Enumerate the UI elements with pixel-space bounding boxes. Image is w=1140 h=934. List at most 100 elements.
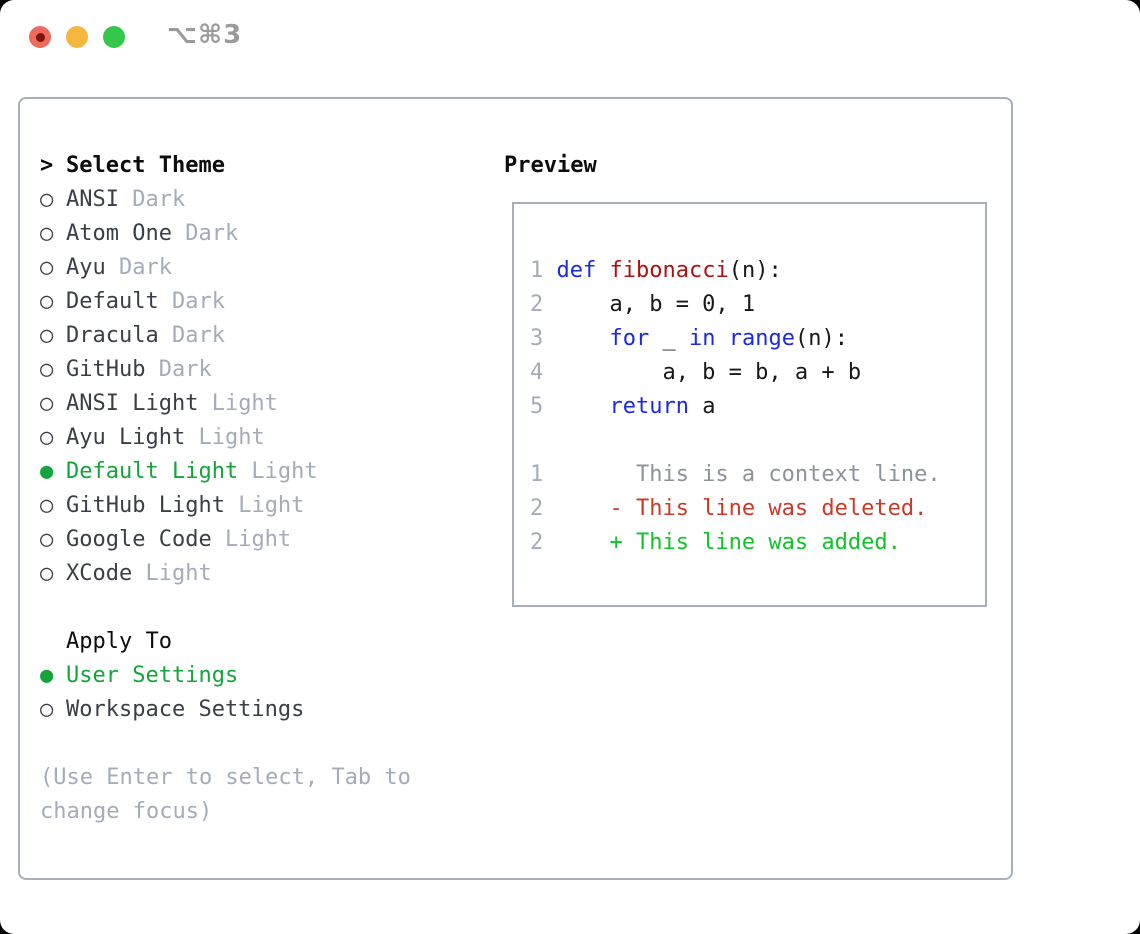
blank-line [530, 423, 941, 457]
option-label: Default Light [66, 458, 239, 484]
option-label: ANSI [66, 186, 119, 212]
theme-option-dracula-dark[interactable]: ○Dracula Dark [40, 318, 490, 352]
option-label: User Settings [66, 662, 239, 688]
line-number: 5 [530, 393, 544, 419]
line-number: 4 [530, 359, 544, 385]
apply-option-user-settings[interactable]: ● User Settings [40, 658, 490, 692]
spacer [40, 590, 490, 624]
option-variant-label: Light [185, 424, 265, 450]
radio-selected-icon: ● [40, 458, 54, 484]
theme-option-ayu-dark[interactable]: ○Ayu Dark [40, 250, 490, 284]
option-variant-label: Light [132, 560, 212, 586]
diff-added-line: 2 + This line was added. [530, 525, 941, 559]
radio-unselected-icon: ○ [40, 526, 54, 552]
theme-option-github-light-light[interactable]: ○GitHub Light Light [40, 488, 490, 522]
theme-option-ansi-light-light[interactable]: ○ ANSI Light Light [40, 386, 490, 420]
radio-selected-icon: ● [40, 662, 54, 688]
line-number: 2 [530, 495, 544, 521]
window-shortcut-label: ⌥⌘3 [167, 20, 243, 50]
radio-unselected-icon: ○ [40, 390, 54, 416]
code-line: 2 a, b = 0, 1 [530, 287, 941, 321]
radio-unselected-icon: ○ [40, 696, 54, 722]
option-label: Ayu [66, 254, 106, 280]
line-number: 1 [530, 257, 544, 283]
code-token-plain [556, 394, 609, 419]
line-number: 1 [530, 461, 544, 487]
select-theme-heading: > Select Theme [40, 148, 490, 182]
radio-unselected-icon: ○ [40, 186, 54, 212]
code-token-keyword: for [609, 325, 650, 351]
theme-option-google-code-light[interactable]: ○Google Code Light [40, 522, 490, 556]
option-variant-label: Dark [118, 186, 186, 212]
code-token-keyword: in [688, 325, 716, 351]
code-token-plain: a [688, 393, 716, 419]
diff-deleted-line: 2 - This line was deleted. [530, 491, 941, 525]
option-label: XCode [66, 560, 133, 586]
code-token-plain [556, 326, 609, 351]
code-token-plain [715, 326, 728, 351]
spacer [40, 726, 490, 760]
theme-panel: > Select Theme ○ANSI Dark○Atom One Dark○… [40, 148, 490, 828]
theme-list: ○ANSI Dark○Atom One Dark○Ayu Dark○Defaul… [40, 182, 490, 590]
radio-unselected-icon: ○ [40, 560, 54, 586]
apply-to-title: Apply To [66, 628, 172, 654]
theme-picker-dialog: > Select Theme ○ANSI Dark○Atom One Dark○… [18, 97, 1013, 880]
option-variant-label: Dark [158, 322, 225, 348]
code-line: 5 return a [530, 389, 941, 423]
code-token-plain: (n): [794, 325, 848, 351]
option-variant-label: Dark [145, 356, 212, 382]
apply-to-list: ● User Settings ○ Workspace Settings [40, 658, 490, 726]
code-token-function: fibonacci [609, 257, 729, 283]
theme-option-default-dark[interactable]: ○ Default Dark [40, 284, 490, 318]
radio-unselected-icon: ○ [40, 288, 54, 314]
code-token-keyword: return [609, 393, 689, 419]
code-token-plain: a, b = 0, 1 [556, 291, 756, 317]
option-variant-label: Light [238, 458, 318, 484]
close-button[interactable] [29, 26, 51, 48]
line-number: 3 [530, 325, 544, 351]
diff-context-line: 1 This is a context line. [530, 457, 941, 491]
option-label: Workspace Settings [66, 696, 305, 722]
option-variant-label: Light [211, 526, 292, 552]
option-label: Default [66, 288, 159, 314]
radio-unselected-icon: ○ [40, 356, 54, 382]
option-label: GitHub Light [66, 492, 225, 518]
code-token-plain [596, 258, 609, 283]
line-number: 2 [530, 291, 544, 317]
option-variant-label: Dark [171, 220, 239, 246]
code-token-keyword: range [728, 325, 795, 351]
theme-option-xcode-light[interactable]: ○ XCode Light [40, 556, 490, 590]
theme-option-ansi-dark[interactable]: ○ ANSI Dark [40, 182, 490, 216]
cursor-prefix: > [40, 152, 54, 178]
code-token-added: + This line was added. [556, 529, 901, 555]
preview-heading: Preview [504, 152, 597, 178]
radio-unselected-icon: ○ [40, 220, 54, 246]
apply-to-heading: Apply To [40, 624, 490, 658]
radio-unselected-icon: ○ [40, 424, 54, 450]
code-line: 3 for _ in range(n): [530, 321, 941, 355]
theme-option-atom-one-dark[interactable]: ○Atom One Dark [40, 216, 490, 250]
minimize-button[interactable] [66, 26, 88, 48]
hint-text-line2: change focus) [40, 798, 213, 824]
option-variant-label: Dark [158, 288, 225, 314]
zoom-button[interactable] [103, 26, 125, 48]
code-line: 4 a, b = b, a + b [530, 355, 941, 389]
option-variant-label: Light [198, 390, 278, 416]
apply-option-workspace-settings[interactable]: ○ Workspace Settings [40, 692, 490, 726]
code-token-deleted: - This line was deleted. [556, 495, 928, 521]
code-token-plain: _ [649, 325, 689, 351]
theme-option-github-dark[interactable]: ○ GitHub Dark [40, 352, 490, 386]
line-number: 2 [530, 529, 544, 555]
theme-option-ayu-light-light[interactable]: ○ Ayu Light Light [40, 420, 490, 454]
option-variant-label: Dark [105, 254, 172, 280]
option-label: ANSI Light [66, 390, 199, 416]
radio-unselected-icon: ○ [40, 492, 54, 518]
option-label: GitHub [66, 356, 146, 382]
option-label: Ayu Light [66, 424, 186, 450]
radio-unselected-icon: ○ [40, 322, 54, 348]
theme-option-default-light-light[interactable]: ● Default Light Light [40, 454, 490, 488]
